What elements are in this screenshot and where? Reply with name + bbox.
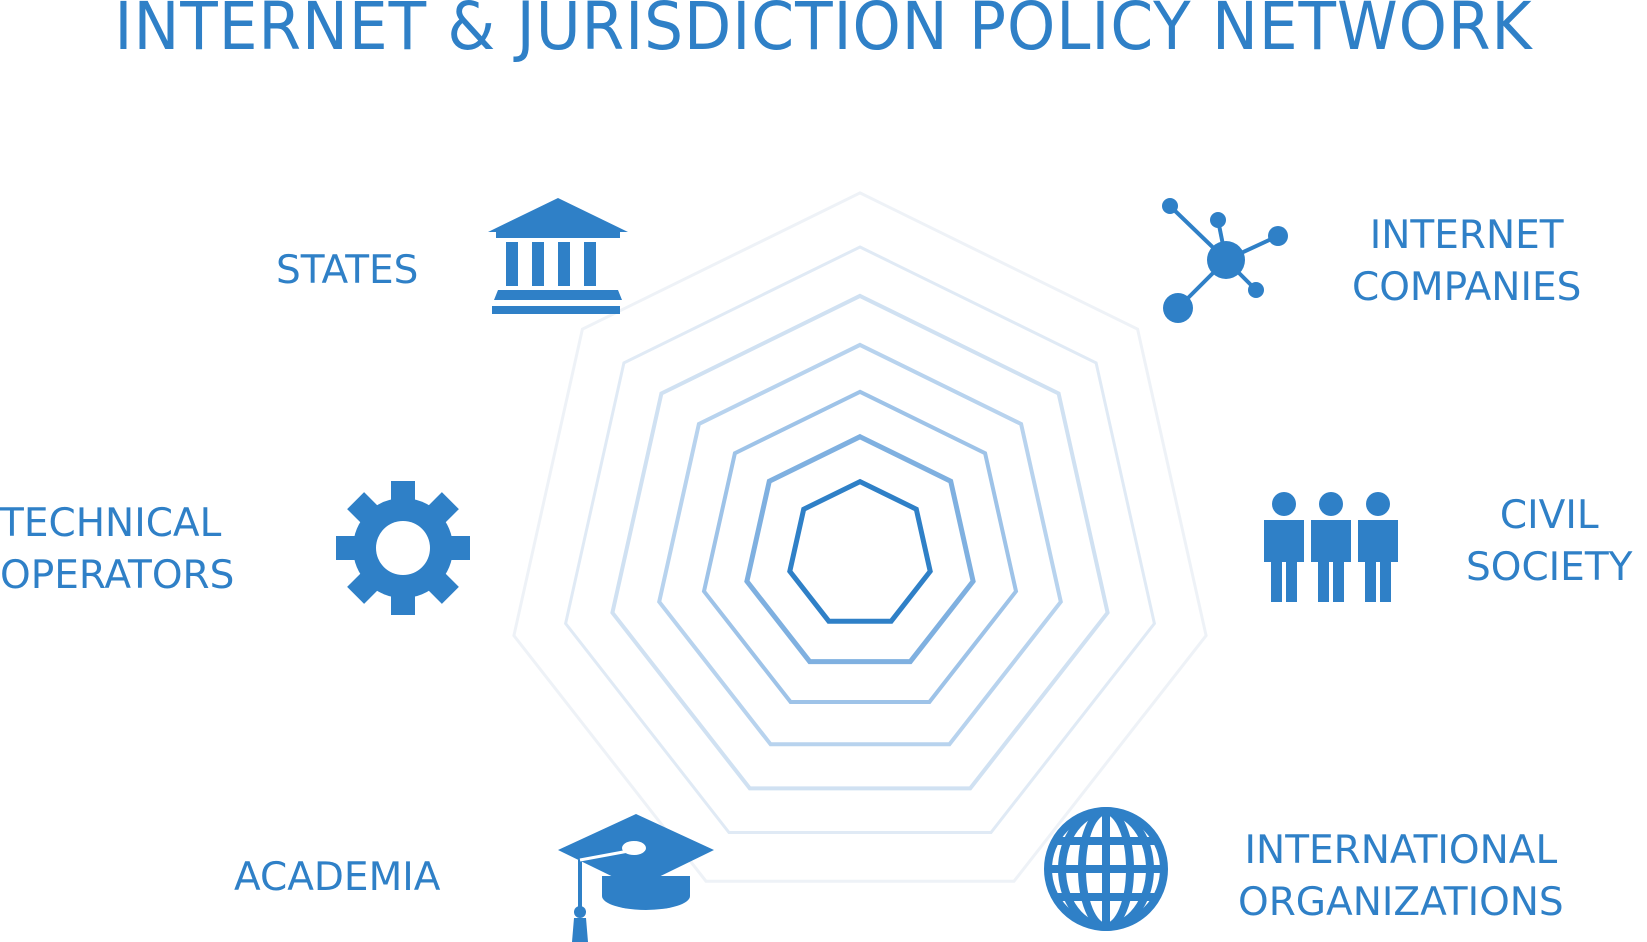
people-group-icon: [1262, 492, 1400, 602]
gear-icon: [336, 481, 470, 615]
label-academia: ACADEMIA: [234, 855, 441, 900]
label-internet-companies: INTERNET COMPANIES: [1352, 213, 1582, 310]
label-technical-operators: TECHNICAL OPERATORS: [0, 501, 235, 598]
heptagon-ring-2: [563, 245, 1157, 834]
heptagon-ring-1: [512, 191, 1208, 883]
government-building-icon: [486, 196, 630, 326]
page-title: INTERNET & JURISDICTION POLICY NETWORK: [114, 0, 1533, 65]
graduation-cap-icon: [556, 814, 716, 942]
label-international-organizations: INTERNATIONAL ORGANIZATIONS: [1238, 828, 1564, 925]
globe-icon: [1042, 805, 1170, 933]
heptagon-ring-4: [657, 342, 1063, 747]
heptagon-ring-6: [744, 433, 976, 665]
heptagon-ring-5: [701, 389, 1019, 704]
heptagon-ring-7: [787, 478, 933, 624]
label-states: STATES: [276, 248, 419, 293]
network-nodes-icon: [1158, 196, 1294, 324]
heptagon-ring-3: [610, 293, 1110, 791]
label-civil-society: CIVIL SOCIETY: [1466, 493, 1633, 590]
